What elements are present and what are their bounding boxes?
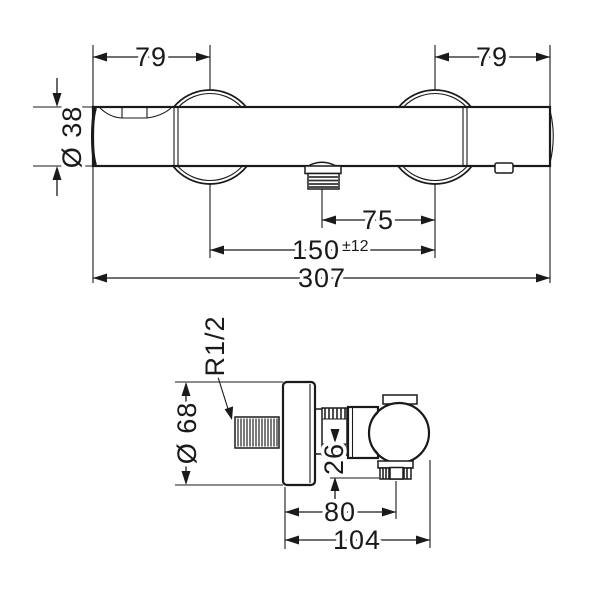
dim-label-pipe-diameter: Ø 38	[57, 106, 87, 169]
dim-label-wall-to-outlet: 80	[324, 497, 356, 527]
dim-label-outlet-offset: 26	[319, 443, 349, 475]
dim-left-spacing: 79	[93, 39, 210, 76]
dim-outlet-to-right-center: 75	[322, 202, 435, 239]
dim-label-thread-size: R1/2	[200, 315, 230, 376]
dim-connection-centers: 150 ±12	[210, 232, 435, 269]
dim-total-width: 307	[93, 260, 550, 297]
side-view-extension-lines	[175, 381, 431, 549]
left-joint-lines	[173, 107, 179, 166]
dim-total-depth: 104	[285, 522, 430, 559]
dim-right-spacing: 79	[435, 39, 550, 76]
dim-label-escutcheon-diameter: Ø 68	[172, 402, 202, 465]
dim-label-right-spacing: 79	[476, 42, 508, 72]
dim-escutcheon-diameter: Ø 68	[169, 382, 206, 485]
temperature-knob	[367, 401, 431, 465]
outlet-flange	[304, 165, 342, 175]
dim-wall-to-outlet: 80	[285, 494, 396, 531]
handle-grip-notch	[99, 107, 172, 119]
outlet-dome	[307, 161, 337, 167]
dim-label-connection-tolerance: ±12	[342, 238, 369, 255]
dim-label-total-depth: 104	[333, 525, 381, 555]
dim-label-total-width: 307	[298, 263, 346, 293]
dim-label-connection-centers: 150	[292, 235, 340, 265]
eco-button	[494, 162, 514, 174]
right-joint-lines	[462, 107, 468, 166]
bottom-outlet	[377, 460, 414, 480]
mixer-bar	[91, 105, 554, 174]
connector-neck	[315, 408, 322, 455]
top-view: 79 79 Ø 38 75 150 ±12	[33, 39, 554, 297]
thread-callout: R1/2	[197, 312, 234, 420]
dim-pipe-diameter: Ø 38	[52, 78, 91, 196]
outlet-opening	[389, 466, 404, 480]
dim-outlet-offset: 26	[316, 429, 353, 499]
escutcheon-disc	[281, 380, 317, 487]
top-view-extension-lines	[33, 45, 551, 283]
dim-label-left-spacing: 79	[135, 42, 167, 72]
wall-thread	[234, 416, 280, 449]
side-view: R1/2 Ø 68 26 80	[169, 312, 431, 559]
right-cap-bulge	[549, 109, 554, 164]
dim-label-outlet-to-right: 75	[362, 205, 394, 235]
shower-outlet-top-view	[304, 161, 342, 190]
knob-inner-arc	[368, 412, 379, 454]
